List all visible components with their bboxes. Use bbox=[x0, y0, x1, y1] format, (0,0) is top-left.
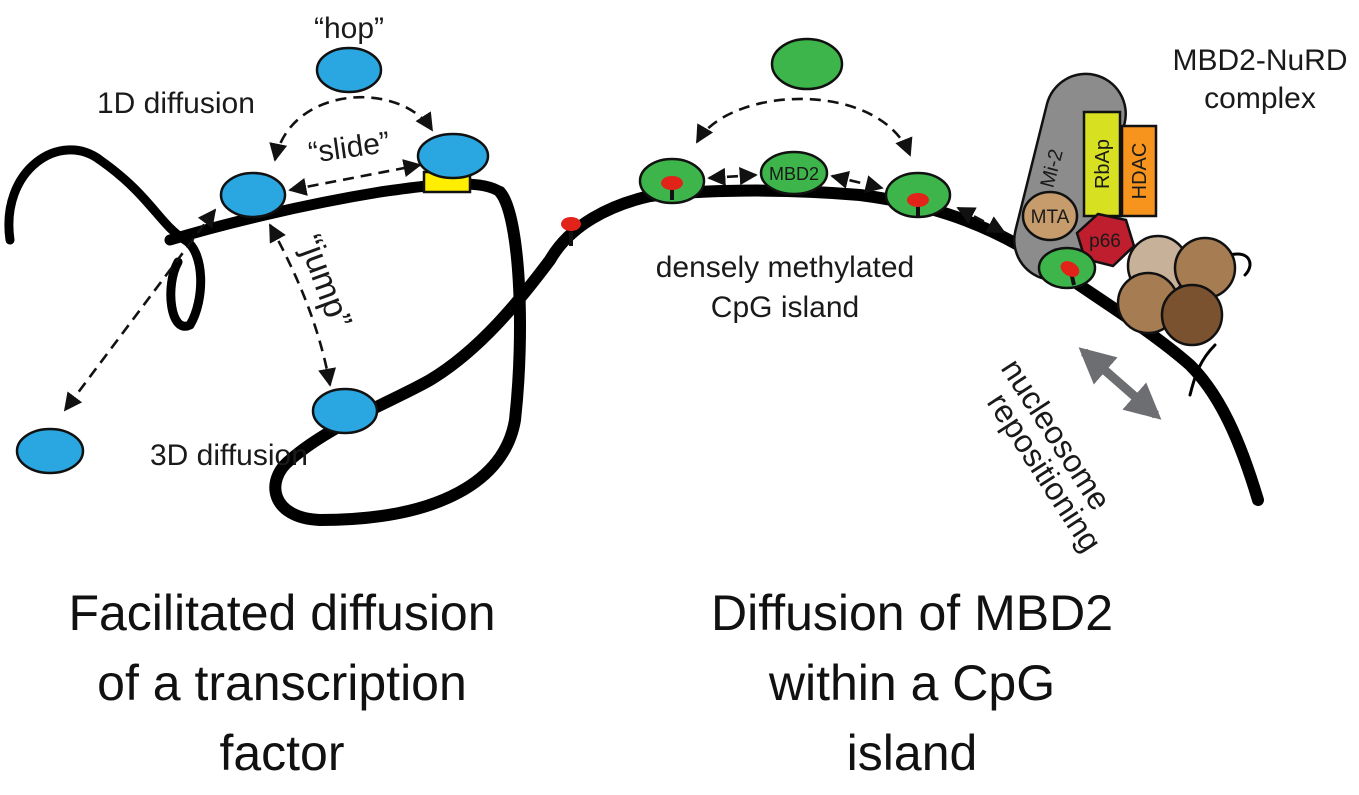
right-caption-line2: within a CpG bbox=[768, 655, 1055, 711]
diffusion-3d-label: 3D diffusion bbox=[150, 439, 308, 472]
mta-label: MTA bbox=[1031, 207, 1070, 228]
tf-protein-free bbox=[15, 427, 85, 475]
complex-label-line2: complex bbox=[1204, 82, 1316, 115]
methyl-marks bbox=[561, 217, 581, 246]
hdac-label: HDAC bbox=[1129, 143, 1151, 200]
tf-protein-slide bbox=[219, 171, 287, 219]
rbap-subunit bbox=[1082, 110, 1122, 218]
left-caption-line1: Facilitated diffusion bbox=[68, 585, 495, 641]
left-caption-line3: factor bbox=[219, 725, 344, 781]
cpg-label-line1: densely methylated bbox=[656, 251, 915, 284]
hop-arrow bbox=[269, 95, 434, 162]
mbd2-slide-right-arrow bbox=[830, 170, 884, 194]
left-caption-line2: of a transcription bbox=[97, 655, 467, 711]
jump-label: “jump” bbox=[290, 230, 359, 334]
mbd2-slide-left-arrow bbox=[707, 166, 758, 187]
mbd2-protein-right bbox=[884, 171, 952, 219]
mbd2-to-complex-arrow bbox=[956, 206, 1006, 234]
slide-arrow bbox=[288, 159, 422, 196]
mbd2-label: MBD2 bbox=[769, 164, 819, 184]
nucleosome-cluster bbox=[1116, 234, 1237, 347]
jump-arrow bbox=[268, 223, 337, 387]
hop-label: “hop” bbox=[314, 12, 384, 45]
mbd2-protein-top bbox=[770, 37, 844, 91]
mbd2-protein-left bbox=[638, 157, 706, 205]
mta-subunit bbox=[1021, 190, 1079, 242]
nurd-complex: Mi-2 RbAp HDAC p66 MTA bbox=[1013, 72, 1158, 290]
right-caption-line3: island bbox=[847, 725, 978, 781]
repositioning-arrow bbox=[1078, 347, 1162, 420]
right-caption-line1: Diffusion of MBD2 bbox=[711, 585, 1113, 641]
diffusion-3d-arrow bbox=[63, 208, 217, 412]
mbd2-hop-arrow bbox=[695, 97, 913, 157]
p66-subunit bbox=[1075, 212, 1136, 268]
hdac-subunit bbox=[1120, 124, 1158, 218]
tf-protein-bound bbox=[416, 132, 490, 180]
cpg-label-line2: CpG island bbox=[711, 291, 859, 324]
rbap-label: RbAp bbox=[1092, 139, 1114, 189]
diffusion-1d-label: 1D diffusion bbox=[97, 87, 255, 120]
slide-label: “slide” bbox=[306, 126, 391, 170]
complex-label-line1: MBD2-NuRD bbox=[1172, 44, 1347, 77]
tf-protein-jump bbox=[311, 387, 379, 435]
left-dna-strand bbox=[4, 145, 656, 526]
tf-protein-hop bbox=[315, 46, 383, 94]
p66-label: p66 bbox=[1089, 231, 1121, 252]
mbd2-protein-center: MBD2 bbox=[759, 150, 829, 196]
